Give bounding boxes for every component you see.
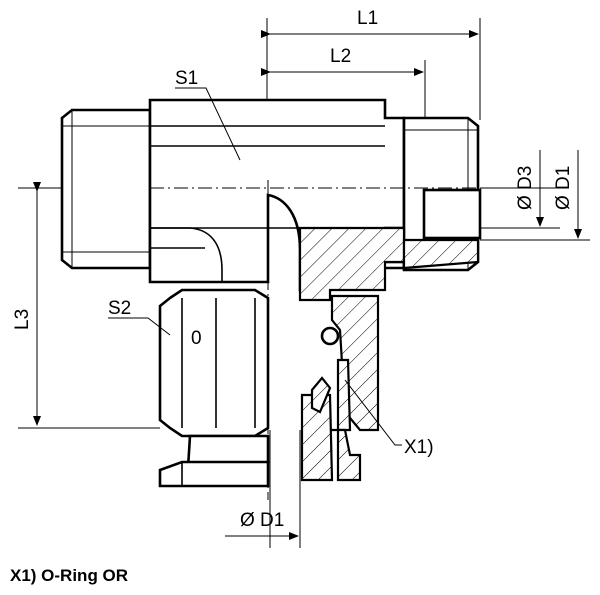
- right-thread-stud: [402, 116, 482, 272]
- o-ring: [310, 326, 340, 414]
- s2-label: S2: [108, 298, 131, 319]
- x1-label: X1): [404, 437, 434, 458]
- hex-nut: 0: [158, 288, 270, 438]
- leader-lines: [108, 87, 402, 446]
- dim-d3-label: Ø D3: [515, 166, 536, 210]
- dim-d1-bottom-label: Ø D1: [240, 510, 284, 531]
- hatched-section: [298, 226, 480, 482]
- dim-d1-right-label: Ø D1: [553, 166, 574, 210]
- nut-mark: 0: [191, 328, 202, 349]
- dim-l1-label: L1: [357, 8, 378, 29]
- dim-l3-label: L3: [12, 309, 33, 330]
- s1-label: S1: [175, 68, 198, 89]
- dim-l2-label: L2: [330, 46, 351, 67]
- lower-spigot: [158, 434, 270, 488]
- footnote: X1) O-Ring OR: [10, 566, 128, 585]
- left-thread-stud: [60, 108, 152, 270]
- centre-lines: [150, 180, 480, 500]
- labels: L1 L2 S1 S2 X1) Ø D1 L3 Ø D3 Ø D1: [12, 8, 574, 531]
